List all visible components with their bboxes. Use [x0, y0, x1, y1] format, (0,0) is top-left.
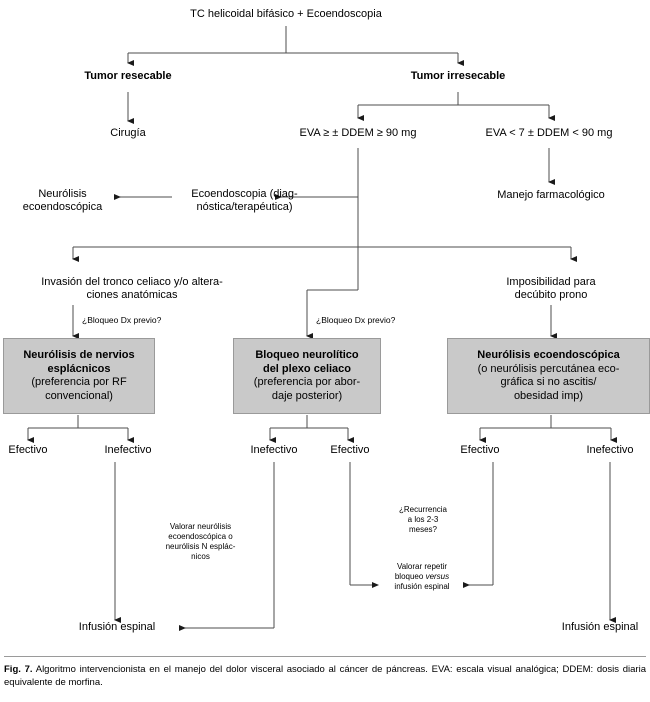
- figure-caption-label: Fig. 7.: [4, 664, 33, 675]
- treatment-box-bloqueo-neurolitico-plexo-celiaco[interactable]: Bloqueo neurolítico del plexo celiaco (p…: [233, 338, 381, 414]
- note-line-2: bloqueo versus: [379, 572, 465, 582]
- treatment-box-header: Neurólisis de nervios esplácnicos: [23, 349, 135, 375]
- treatment-box-header: Neurólisis ecoendoscópica: [477, 349, 620, 361]
- label-bloqueo-dx-previo-left: ¿Bloqueo Dx previo?: [82, 315, 162, 325]
- treatment-box-subtext: (o neurólisis percutánea eco- gráfica si…: [477, 362, 620, 402]
- node-infusion-espinal-right: Infusión espinal: [561, 621, 639, 633]
- figure-caption: Fig. 7. Algoritmo intervencionista en el…: [4, 656, 646, 689]
- note-valorar-neurolisis: Valorar neurólisis ecoendoscópica o neur…: [165, 522, 236, 561]
- treatment-box-neurolisis-nervios-esplacnicos[interactable]: Neurólisis de nervios esplácnicos (prefe…: [3, 338, 155, 414]
- node-eva-high: EVA ≥ ± DDEM ≥ 90 mg: [299, 127, 417, 139]
- node-root: TC helicoidal bifásico + Ecoendoscopia: [190, 8, 382, 20]
- node-cirugia: Cirugía: [110, 127, 146, 139]
- node-ecoendoscopia-diagnostica: Ecoendoscopia (diag- nóstica/terapéutica…: [191, 188, 298, 213]
- node-neurolisis-ecoendoscopica-left: Neurólisis ecoendoscópica: [22, 188, 103, 213]
- node-manejo-farmacologico: Manejo farmacológico: [497, 189, 605, 201]
- figure-caption-text: Algoritmo intervencionista en el manejo …: [4, 664, 646, 688]
- treatment-box-header: Bloqueo neurolítico del plexo celiaco: [255, 349, 359, 375]
- outcome-right-inefectivo: Inefectivo: [586, 444, 634, 456]
- label-bloqueo-dx-previo-middle: ¿Bloqueo Dx previo?: [316, 315, 396, 325]
- note-recurrencia: ¿Recurrencia a los 2-3 meses?: [398, 505, 447, 534]
- treatment-box-neurolisis-ecoendoscopica[interactable]: Neurólisis ecoendoscópica (o neurólisis …: [447, 338, 650, 414]
- node-tumor-irresecable: Tumor irresecable: [410, 70, 506, 82]
- note-line-2-prefix: bloqueo: [394, 572, 426, 581]
- note-valorar-repetir-bloqueo: Valorar repetir bloqueo versus infusión …: [379, 562, 465, 592]
- outcome-middle-inefectivo: Inefectivo: [250, 444, 298, 456]
- node-eva-low: EVA < 7 ± DDEM < 90 mg: [485, 127, 613, 139]
- outcome-right-efectivo: Efectivo: [460, 444, 500, 456]
- outcome-left-efectivo: Efectivo: [8, 444, 48, 456]
- node-imposibilidad-decubito-prono: Imposibilidad para decúbito prono: [506, 276, 596, 301]
- outcome-left-inefectivo: Inefectivo: [104, 444, 152, 456]
- node-invasion-tronco-celiaco: Invasión del tronco celiaco y/o altera- …: [41, 276, 223, 301]
- outcome-middle-efectivo: Efectivo: [330, 444, 370, 456]
- treatment-box-subtext: (preferencia por RF convencional): [31, 376, 127, 402]
- node-tumor-resecable: Tumor resecable: [84, 70, 172, 82]
- note-versus-emphasis: versus: [425, 572, 450, 581]
- note-line-1: Valorar repetir: [396, 562, 448, 571]
- node-infusion-espinal-left: Infusión espinal: [78, 621, 156, 633]
- treatment-box-subtext: (preferencia por abor- daje posterior): [253, 376, 361, 402]
- note-line-3: infusión espinal: [394, 582, 450, 591]
